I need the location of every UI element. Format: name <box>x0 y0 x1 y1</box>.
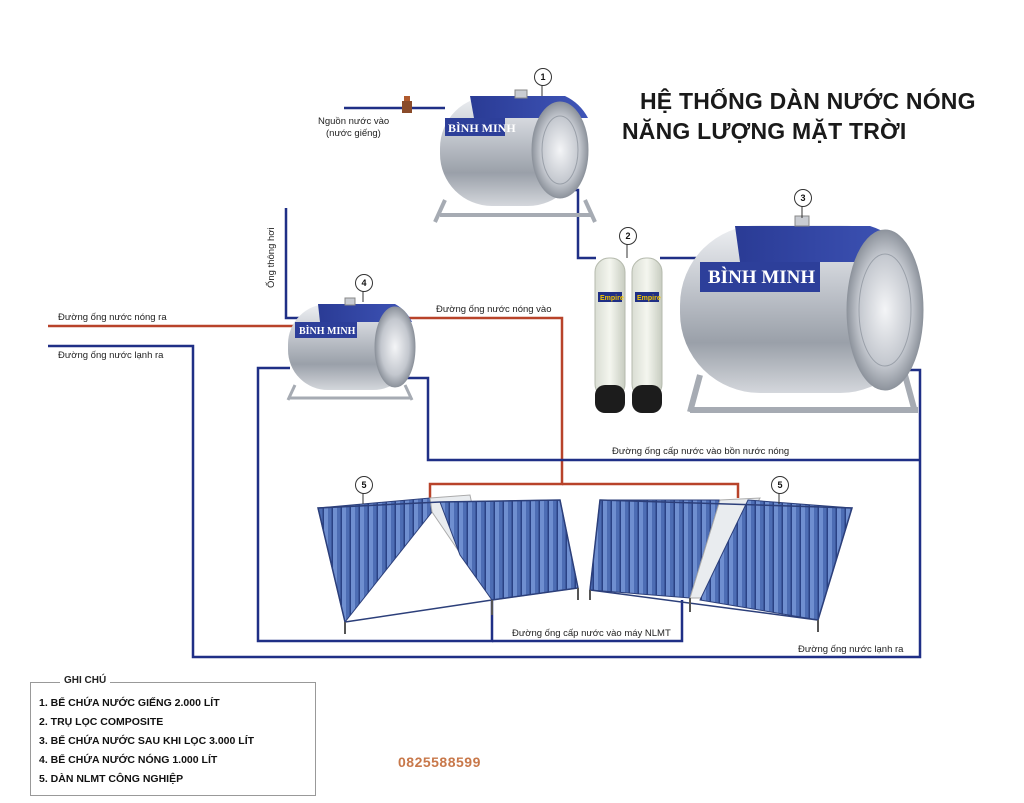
solar-panel-right <box>589 497 854 632</box>
composite-filters: Empire Empire <box>594 257 663 413</box>
tank1-to-filter-pipe <box>562 188 596 260</box>
valve-icon <box>402 96 412 113</box>
tank-brand-1: BÌNH MINH <box>448 121 516 135</box>
tank-4: BÌNH MINH <box>286 297 416 401</box>
tank-brand-4: BÌNH MINH <box>299 325 356 337</box>
cold-out-pipe <box>48 344 922 659</box>
label-supply-hot-tank: Đường ống cấp nước vào bồn nước nóng <box>612 446 790 457</box>
tank-3: BÌNH MINH <box>680 215 924 413</box>
legend-item: 4. BỂ CHỨA NƯỚC NÓNG 1.000 LÍT <box>39 754 218 766</box>
label-cold-out-right: Đường ống nước lạnh ra <box>798 644 904 655</box>
legend-item: 3. BỂ CHỨA NƯỚC SAU KHI LỌC 3.000 LÍT <box>39 735 255 747</box>
legend-title: GHI CHÚ <box>60 675 111 686</box>
label-hot-out: Đường ống nước nóng ra <box>58 312 167 323</box>
legend-item: 2. TRỤ LỌC COMPOSITE <box>39 716 164 728</box>
label-source-in: Nguồn nước vào <box>318 116 390 127</box>
supply-panels-pipe <box>256 366 494 643</box>
label-vent: Ống thông hơi <box>266 227 277 288</box>
solar-panel-left <box>317 494 579 634</box>
label-cold-out-left: Đường ống nước lạnh ra <box>58 350 164 361</box>
tank-brand-3: BÌNH MINH <box>708 266 815 288</box>
vent-pipe <box>284 208 300 320</box>
legend-item: 1. BỂ CHỨA NƯỚC GIẾNG 2.000 LÍT <box>39 697 220 709</box>
label-hot-in: Đường ống nước nóng vào <box>436 304 552 315</box>
marker-4: 4 <box>355 274 373 292</box>
legend-item: 5. DÀN NLMT CÔNG NGHIỆP <box>39 773 184 785</box>
marker-3: 3 <box>794 189 812 207</box>
legend-box: 1. BỂ CHỨA NƯỚC GIẾNG 2.000 LÍT 2. TRỤ L… <box>30 682 316 796</box>
diagram-title-line2: NĂNG LƯỢNG MẶT TRỜI <box>622 118 907 144</box>
supply-panels-pipe-right <box>492 600 684 643</box>
label-source-in-sub: (nước giếng) <box>326 128 381 139</box>
marker-5-left: 5 <box>355 476 373 494</box>
legend-list: 1. BỂ CHỨA NƯỚC GIẾNG 2.000 LÍT 2. TRỤ L… <box>31 683 315 785</box>
marker-1: 1 <box>534 68 552 86</box>
supply-hot-tank-pipe <box>398 376 920 462</box>
phone-number: 0825588599 <box>398 754 481 770</box>
label-supply-panels: Đường ống cấp nước vào máy NLMT <box>512 628 671 639</box>
diagram-title-line1: HỆ THỐNG DÀN NƯỚC NÓNG <box>640 88 976 114</box>
filter-brand-2: Empire <box>637 295 661 302</box>
hot-in-pipe-right <box>562 482 740 498</box>
tank-1: BÌNH MINH <box>433 89 597 223</box>
marker-5-right: 5 <box>771 476 789 494</box>
marker-2: 2 <box>619 227 637 245</box>
filter-brand-1: Empire <box>600 295 624 302</box>
